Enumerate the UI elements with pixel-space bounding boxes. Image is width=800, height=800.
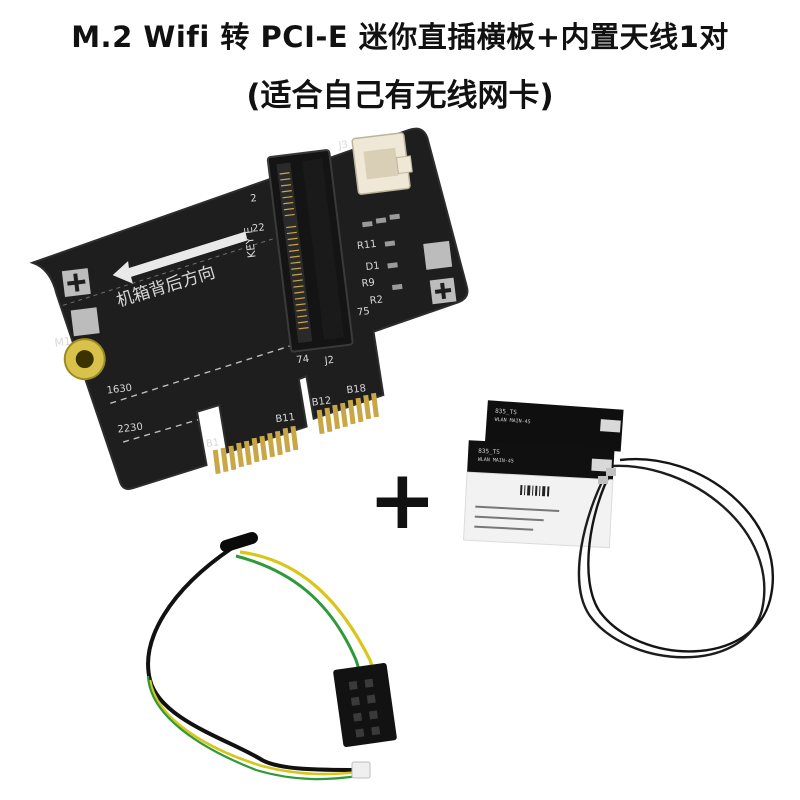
key-e-label: KEY E <box>242 226 259 259</box>
antenna-front-label-1: 835_TS <box>478 448 500 456</box>
mount-cross-right-icon <box>423 240 453 270</box>
gold-fingers-left <box>212 425 299 475</box>
barcode-icon <box>519 484 550 497</box>
b12-label: B12 <box>311 395 332 408</box>
gold-fingers-right <box>316 392 379 435</box>
j3-connector <box>351 132 413 195</box>
antenna-back-label-1: 835_TS <box>495 408 517 417</box>
b11-label: B11 <box>275 412 296 425</box>
cable-wire-black <box>146 546 361 772</box>
pin-header-connector <box>333 663 397 747</box>
ufl-connector-icon <box>598 468 616 484</box>
mount-cross-top-icon <box>61 268 91 298</box>
r2-label: R2 <box>369 294 384 307</box>
m1-label: M1 <box>54 335 72 350</box>
antenna-back: 835_TS WLAN MAIN-45 <box>484 400 624 452</box>
m2-slot <box>266 149 354 353</box>
title-line-1: M.2 Wifi 转 PCI-E 迷你直插横板+内置天线1对 <box>71 20 729 54</box>
jst-plug-connector <box>351 761 371 779</box>
d1-label: D1 <box>365 261 380 274</box>
antenna-pair: 835_TS WLAN MAIN-45 835_TS WLAN MAIN-45 <box>463 400 774 659</box>
arrow-left-icon <box>112 231 248 284</box>
brass-standoff-icon <box>63 338 106 381</box>
r11-label: R11 <box>356 239 377 252</box>
j3-label: J3 <box>337 139 349 151</box>
plus-sign: + <box>368 453 437 548</box>
antenna-front: 835_TS WLAN MAIN-45 <box>463 440 615 549</box>
mount-cross-right-low-icon <box>429 277 457 305</box>
b1-label: B1 <box>205 437 219 450</box>
size-2230-label: 2230 <box>117 422 144 436</box>
m2-adapter-board: 机箱背后方向 M1 1630 2230 <box>29 127 469 491</box>
smd-components <box>362 213 403 291</box>
title-line-2: (适合自己有无线网卡) <box>246 78 554 114</box>
b18-label: B18 <box>346 383 367 396</box>
j2-label: J2 <box>323 355 335 367</box>
antenna-cable-1 <box>587 457 774 653</box>
antenna-back-label-2: WLAN MAIN-45 <box>494 417 530 426</box>
size-1630-label: 1630 <box>106 383 133 397</box>
pin-75-label: 75 <box>356 306 370 318</box>
pin-2-label: 2 <box>250 193 258 205</box>
mount-cross-mid-icon <box>70 307 100 337</box>
pin-22-label: 22 <box>251 222 265 234</box>
power-cable <box>146 532 397 781</box>
antenna-cable-2 <box>577 464 766 659</box>
antenna-front-label-2: WLAN MAIN-45 <box>478 457 514 465</box>
r9-label: R9 <box>361 277 376 290</box>
pin-74-label: 74 <box>296 354 310 366</box>
